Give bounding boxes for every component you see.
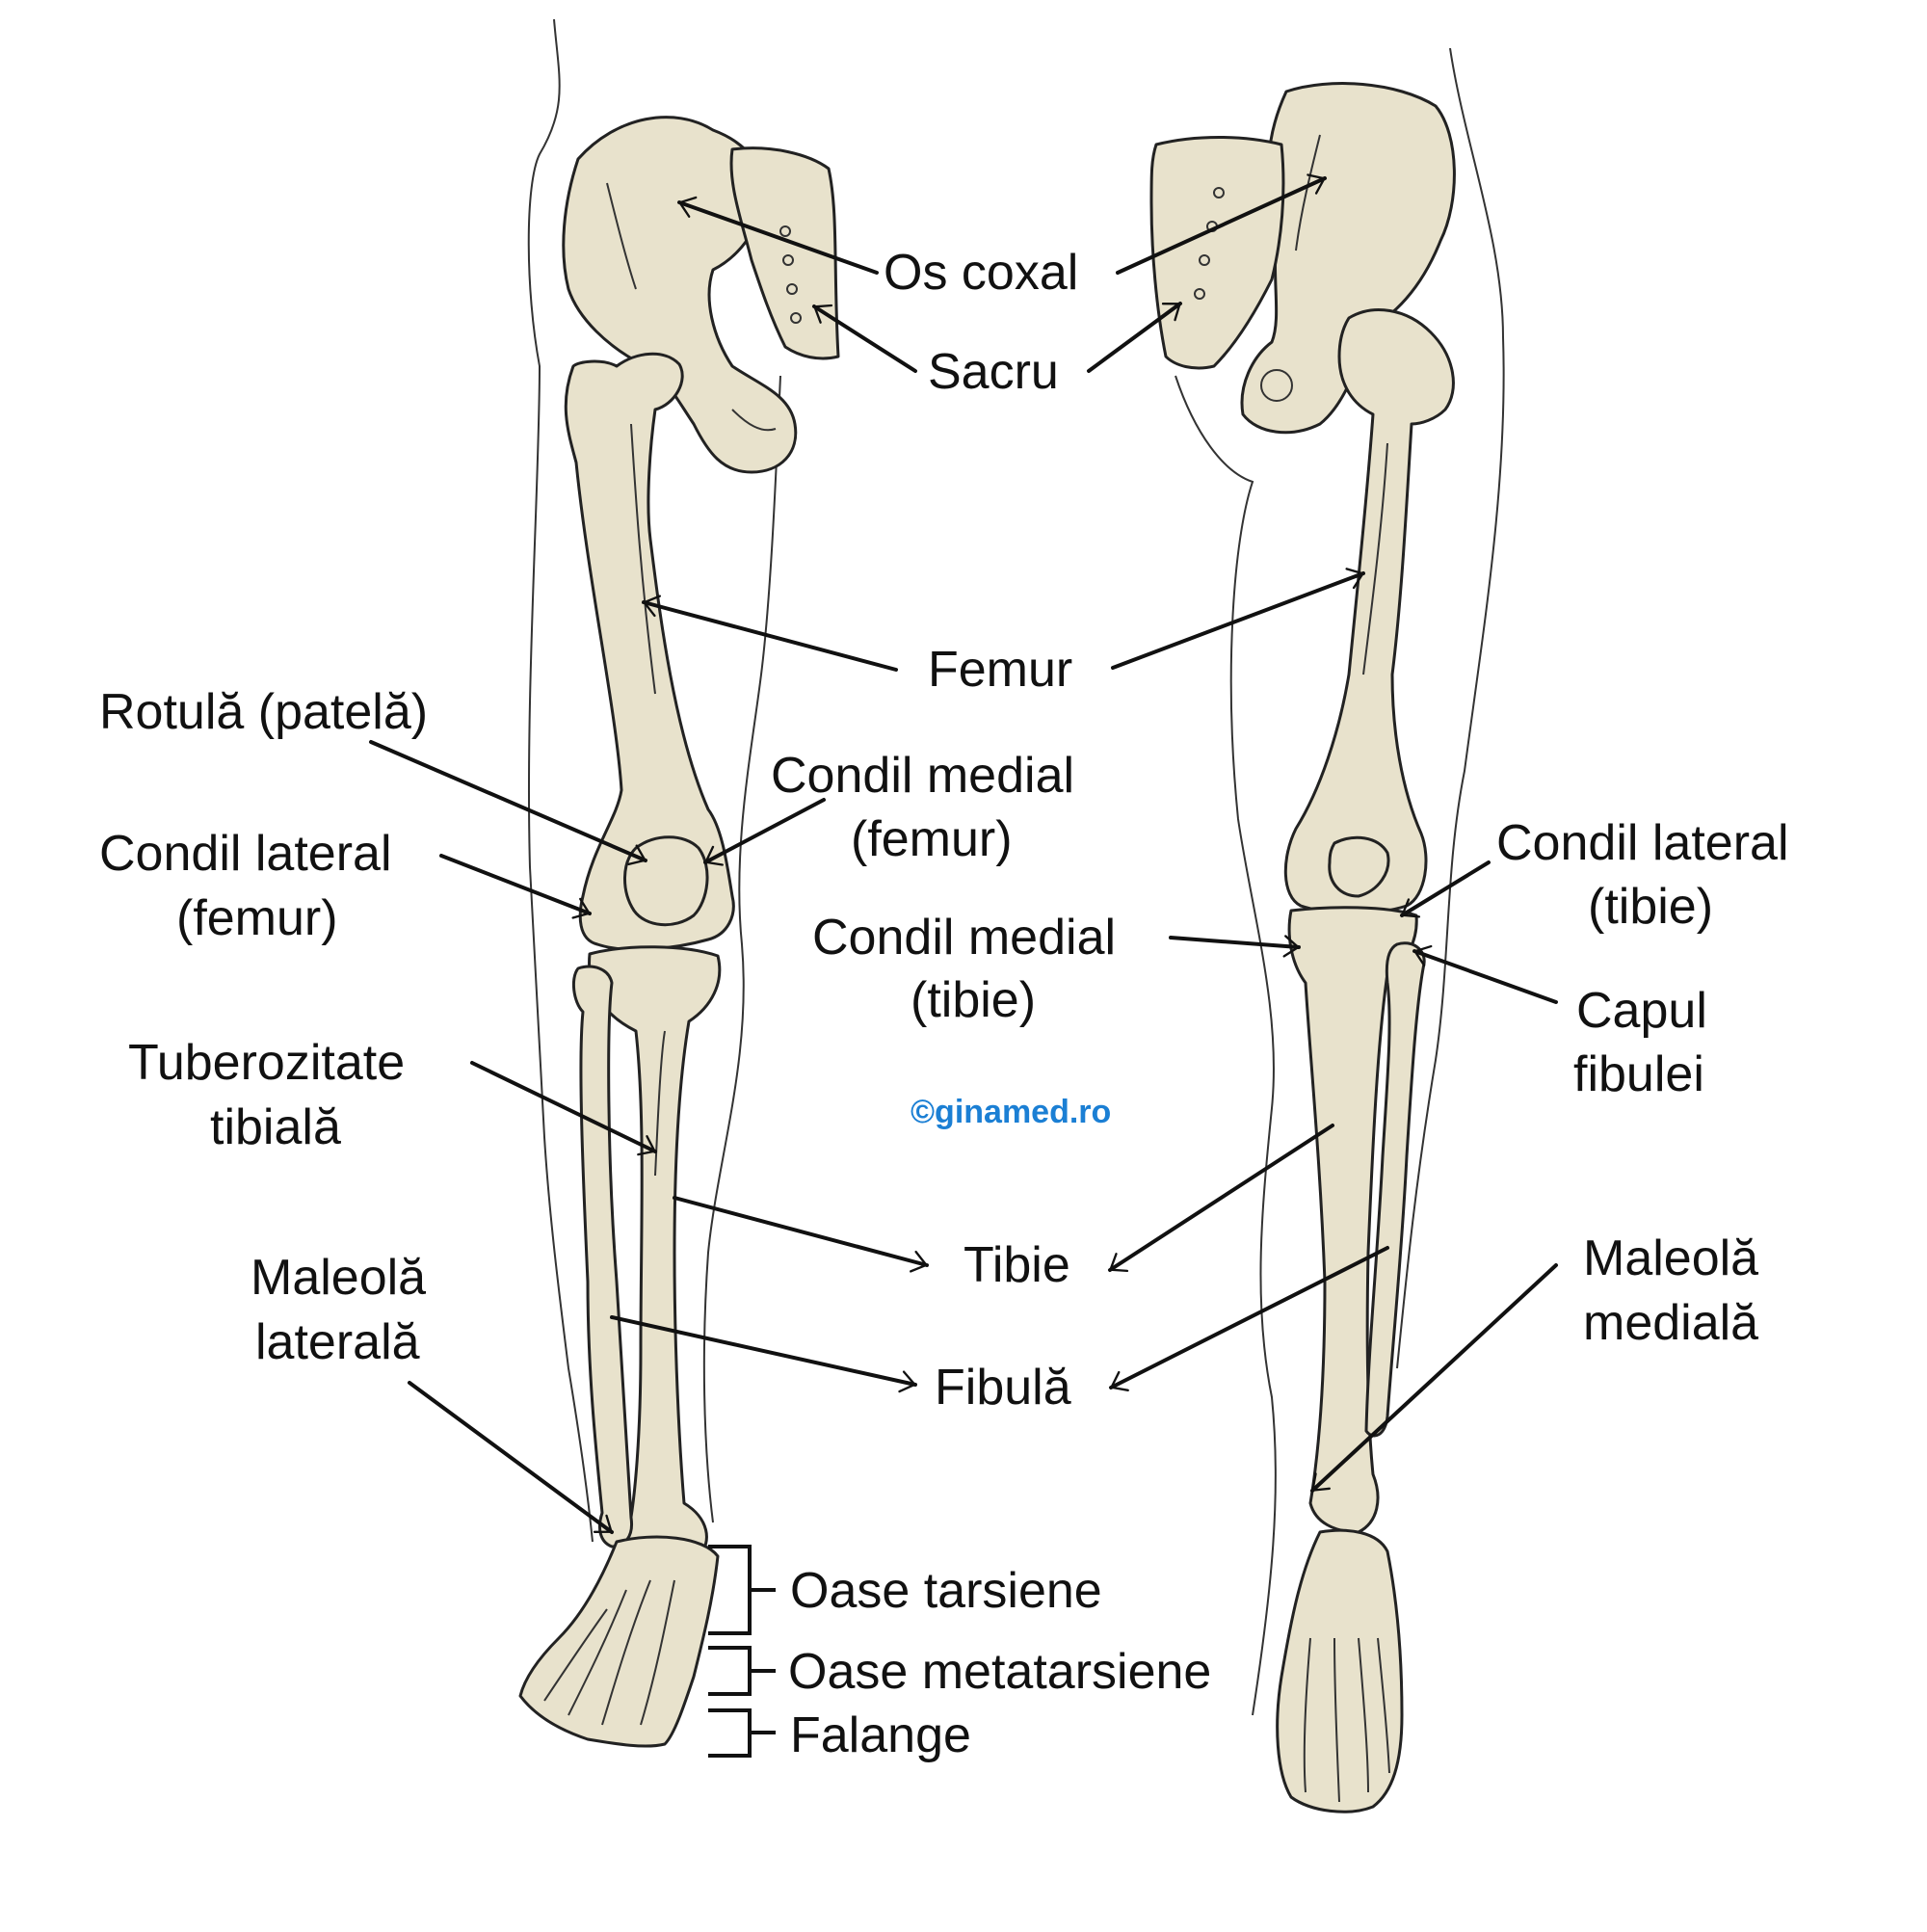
leader-femur-right xyxy=(1111,568,1365,670)
label-rotula: Rotulă (patelă) xyxy=(99,684,428,740)
leader-fibula-left xyxy=(610,1315,917,1393)
leader-condil-lateral-femur xyxy=(439,854,592,919)
bracket-oase-metatarsiene xyxy=(708,1646,776,1696)
leader-condil-medial-femur xyxy=(703,798,826,866)
leader-lines xyxy=(369,173,1558,1534)
label-femur: Femur xyxy=(928,642,1072,698)
label-fibula: Fibulă xyxy=(935,1360,1071,1416)
left-patella xyxy=(623,835,709,927)
left-tibia xyxy=(588,945,722,1560)
leader-condil-medial-tibie xyxy=(1169,935,1301,958)
leader-tibie-right xyxy=(1108,1124,1334,1273)
left-sacrum xyxy=(729,146,840,360)
leader-rotula xyxy=(369,740,647,866)
label-condil-medial-femur-line1: Condil medial xyxy=(771,748,1074,804)
label-condil-lateral-femur-line2: (femur) xyxy=(176,890,338,946)
leader-os-coxal-right xyxy=(1116,173,1327,275)
leader-capul-fibulei xyxy=(1412,944,1558,1004)
left-foot xyxy=(518,1535,720,1748)
labels: Os coxal Sacru Femur Rotulă (patelă) Con… xyxy=(99,245,1789,1763)
label-tuberozitate-line2: tibială xyxy=(210,1099,341,1155)
left-femur xyxy=(564,352,735,951)
right-leg-skin-outline xyxy=(1175,47,1505,1716)
label-tuberozitate-line1: Tuberozitate xyxy=(128,1035,405,1091)
leader-sacru-right xyxy=(1087,302,1182,373)
leader-tibie-left xyxy=(673,1196,929,1273)
leader-maleola-mediala xyxy=(1310,1263,1558,1493)
right-fibula xyxy=(1364,941,1426,1438)
label-capul-fibulei-line2: fibulei xyxy=(1573,1046,1704,1102)
right-foot xyxy=(1276,1528,1404,1813)
left-fibula xyxy=(571,965,634,1548)
watermark: ©ginamed.ro xyxy=(911,1094,1111,1130)
left-leg-skin-outline xyxy=(527,18,781,1543)
right-patella xyxy=(1328,835,1390,898)
leader-femur-left xyxy=(642,595,898,672)
label-capul-fibulei-line1: Capul xyxy=(1576,983,1707,1039)
bracket-oase-tarsiene xyxy=(708,1545,776,1635)
label-condil-medial-tibie-line1: Condil medial xyxy=(812,910,1116,966)
label-os-coxal: Os coxal xyxy=(884,245,1078,301)
label-condil-lateral-femur-line1: Condil lateral xyxy=(99,826,392,882)
leader-maleola-laterala xyxy=(408,1381,614,1534)
label-maleola-mediala-line2: medială xyxy=(1583,1295,1758,1351)
right-sacrum xyxy=(1149,136,1285,370)
foot-brackets xyxy=(708,1545,776,1758)
leader-os-coxal-left xyxy=(677,196,879,275)
leader-sacru-left xyxy=(812,304,917,373)
label-sacru: Sacru xyxy=(928,344,1059,400)
label-falange: Falange xyxy=(790,1707,971,1763)
label-tibie: Tibie xyxy=(964,1237,1070,1293)
leader-condil-lateral-tibie xyxy=(1400,860,1491,918)
label-condil-lateral-tibie-line2: (tibie) xyxy=(1588,879,1713,935)
label-condil-medial-femur-line2: (femur) xyxy=(851,811,1013,867)
label-maleola-mediala-line1: Maleolă xyxy=(1583,1231,1758,1286)
bracket-falange xyxy=(708,1708,776,1758)
label-oase-metatarsiene: Oase metatarsiene xyxy=(788,1644,1211,1700)
label-condil-lateral-tibie-line1: Condil lateral xyxy=(1496,815,1789,871)
label-condil-medial-tibie-line2: (tibie) xyxy=(911,972,1036,1028)
leader-fibula-right xyxy=(1109,1246,1389,1391)
label-maleola-laterala-line2: laterală xyxy=(255,1314,420,1370)
leader-tuberozitate xyxy=(470,1061,657,1156)
label-maleola-laterala-line1: Maleolă xyxy=(251,1250,426,1306)
label-oase-tarsiene: Oase tarsiene xyxy=(790,1563,1102,1619)
